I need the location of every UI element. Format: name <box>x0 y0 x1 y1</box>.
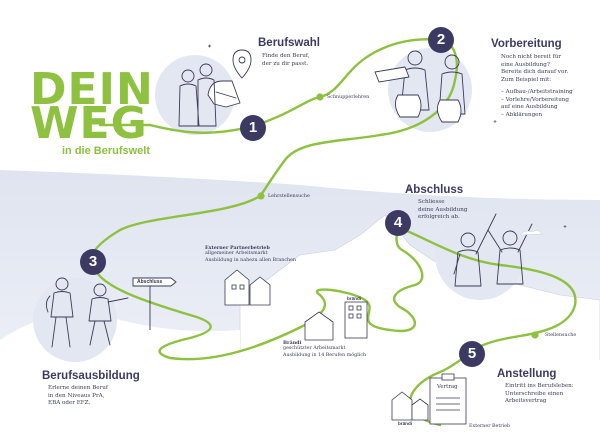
waypoint-stellensuche-dot <box>531 331 539 339</box>
title-subtitle: in die Berufswelt <box>62 145 151 157</box>
step-5-title: Anstellung <box>497 368 557 380</box>
contract-title: Vertrag <box>437 384 458 390</box>
step-5-body: Eintritt ins Berufsleben: Unterschreibe … <box>505 383 574 405</box>
title-line1: DEIN <box>30 64 154 115</box>
career-path-line-lower <box>398 226 577 427</box>
career-path-line <box>90 38 459 361</box>
signpost <box>132 277 177 330</box>
step-4-title: Abschluss <box>405 184 464 196</box>
step-5-marker: 5 <box>459 341 485 367</box>
waypoint-lehrstellensuche-dot <box>257 192 265 200</box>
step-4-body: Schliesse deine Ausbildung erfolgreich a… <box>418 199 468 221</box>
step-3-marker: 3 <box>80 249 106 275</box>
sun-circle-step4 <box>435 210 525 300</box>
step5-buildings <box>391 391 429 421</box>
step-3-body: Erlerne deinen Beruf in den Niveaus PrA,… <box>48 385 108 407</box>
building-external-partner <box>224 269 271 306</box>
step3-figures <box>45 277 129 348</box>
step-1-title: Berufswahl <box>258 37 320 49</box>
signpost-label: Abschluss <box>137 279 163 285</box>
cloud <box>519 230 543 236</box>
braendi-building-sign: brändi <box>347 296 362 301</box>
step4-figures <box>453 213 533 287</box>
sparkles <box>408 120 567 228</box>
step-1-body: Finde den Beruf, der zu dir passt. <box>262 53 310 67</box>
sun-circle-step1 <box>155 55 235 135</box>
waypoint-schnupperlehren-dot <box>316 93 324 101</box>
step-2-body: Noch nicht bereit für eine Ausbildung? B… <box>501 54 569 83</box>
waypoint-lehrstellensuche-label: Lehrstellensuche <box>268 194 310 199</box>
step-2-list: – Aufbau-/Arbeitstraining – Vorlehre/Vor… <box>501 89 573 118</box>
waypoint-schnupperlehren-label: Schnupperlehren <box>327 95 370 100</box>
step1-figures <box>178 49 252 127</box>
contract-document <box>429 373 467 425</box>
braendi-small-sign: brändi <box>398 421 413 426</box>
step-2-title: Vorbereitung <box>491 38 562 50</box>
step2-figures <box>374 50 466 123</box>
waypoint-stellensuche-label: Stellensuche <box>545 333 577 338</box>
step-2-marker: 2 <box>428 27 454 53</box>
step-3-title: Berufsausbildung <box>42 370 140 382</box>
braendi-partner-label: Brändi geschützter Arbeitsmarkt Ausbildu… <box>283 340 367 358</box>
title-line2: WEG <box>30 98 148 149</box>
building-braendi <box>304 301 368 341</box>
sun-circle-step3 <box>33 278 117 362</box>
external-business-label: Externer Betrieb <box>469 424 511 429</box>
external-partner-label: Externer Partnerbetrieb allgemeiner Arbe… <box>205 245 297 263</box>
compass-star <box>208 44 211 48</box>
step-1-marker: 1 <box>240 115 266 141</box>
step-4-marker: 4 <box>385 210 411 236</box>
